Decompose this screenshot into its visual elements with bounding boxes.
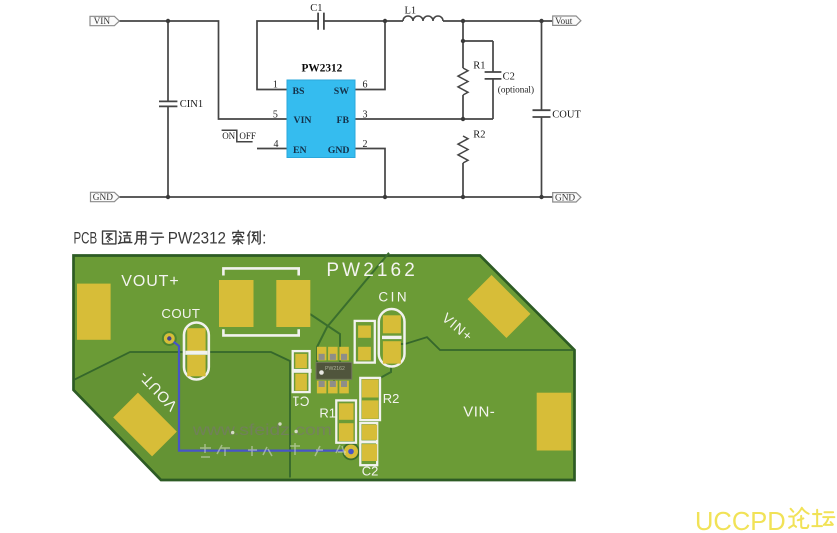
svg-text:R2: R2 bbox=[383, 391, 400, 406]
svg-text:PW2312: PW2312 bbox=[168, 230, 226, 248]
svg-text:PCB: PCB bbox=[74, 230, 98, 248]
svg-text:COUT: COUT bbox=[161, 306, 200, 321]
svg-text:OFF: OFF bbox=[239, 131, 256, 141]
svg-text:2: 2 bbox=[363, 139, 368, 150]
svg-text:C1: C1 bbox=[310, 3, 322, 14]
svg-text:VIN: VIN bbox=[294, 115, 312, 126]
svg-text:BS: BS bbox=[293, 86, 306, 97]
svg-text:SW: SW bbox=[334, 86, 349, 97]
svg-text:L1: L1 bbox=[405, 6, 417, 17]
svg-text:GND: GND bbox=[93, 193, 113, 203]
svg-text:VIN-: VIN- bbox=[463, 404, 495, 421]
svg-text:5: 5 bbox=[273, 109, 278, 120]
svg-text:ON: ON bbox=[222, 131, 235, 141]
svg-text:UCCPD: UCCPD bbox=[695, 508, 786, 533]
svg-text:C2: C2 bbox=[362, 464, 379, 479]
svg-text:C2: C2 bbox=[503, 72, 515, 83]
svg-text:VIN: VIN bbox=[94, 17, 111, 27]
svg-text:Vout: Vout bbox=[555, 17, 573, 27]
svg-text:COUT: COUT bbox=[552, 110, 581, 121]
svg-text:PW2162: PW2162 bbox=[325, 366, 345, 372]
svg-text:6: 6 bbox=[363, 80, 368, 91]
svg-text:GND: GND bbox=[555, 193, 575, 203]
svg-text:4: 4 bbox=[274, 139, 279, 150]
svg-text:CIN: CIN bbox=[378, 290, 409, 305]
svg-text:PW2312: PW2312 bbox=[302, 62, 343, 74]
svg-text:3: 3 bbox=[363, 109, 368, 120]
svg-text:R1: R1 bbox=[473, 61, 485, 72]
svg-text:R2: R2 bbox=[473, 130, 485, 141]
svg-text:www.sfeidz.com: www.sfeidz.com bbox=[192, 422, 332, 439]
svg-text:VOUT+: VOUT+ bbox=[121, 273, 179, 290]
svg-text:CIN1: CIN1 bbox=[180, 99, 203, 110]
svg-text:R1: R1 bbox=[319, 405, 336, 420]
svg-text::: : bbox=[262, 230, 267, 248]
svg-text:1: 1 bbox=[273, 80, 278, 91]
svg-text:C1: C1 bbox=[292, 394, 309, 409]
svg-text:(optional): (optional) bbox=[498, 85, 534, 95]
svg-text:PW2162: PW2162 bbox=[326, 260, 417, 281]
svg-text:FB: FB bbox=[336, 115, 349, 126]
svg-text:EN: EN bbox=[293, 145, 307, 156]
svg-text:GND: GND bbox=[328, 145, 350, 156]
